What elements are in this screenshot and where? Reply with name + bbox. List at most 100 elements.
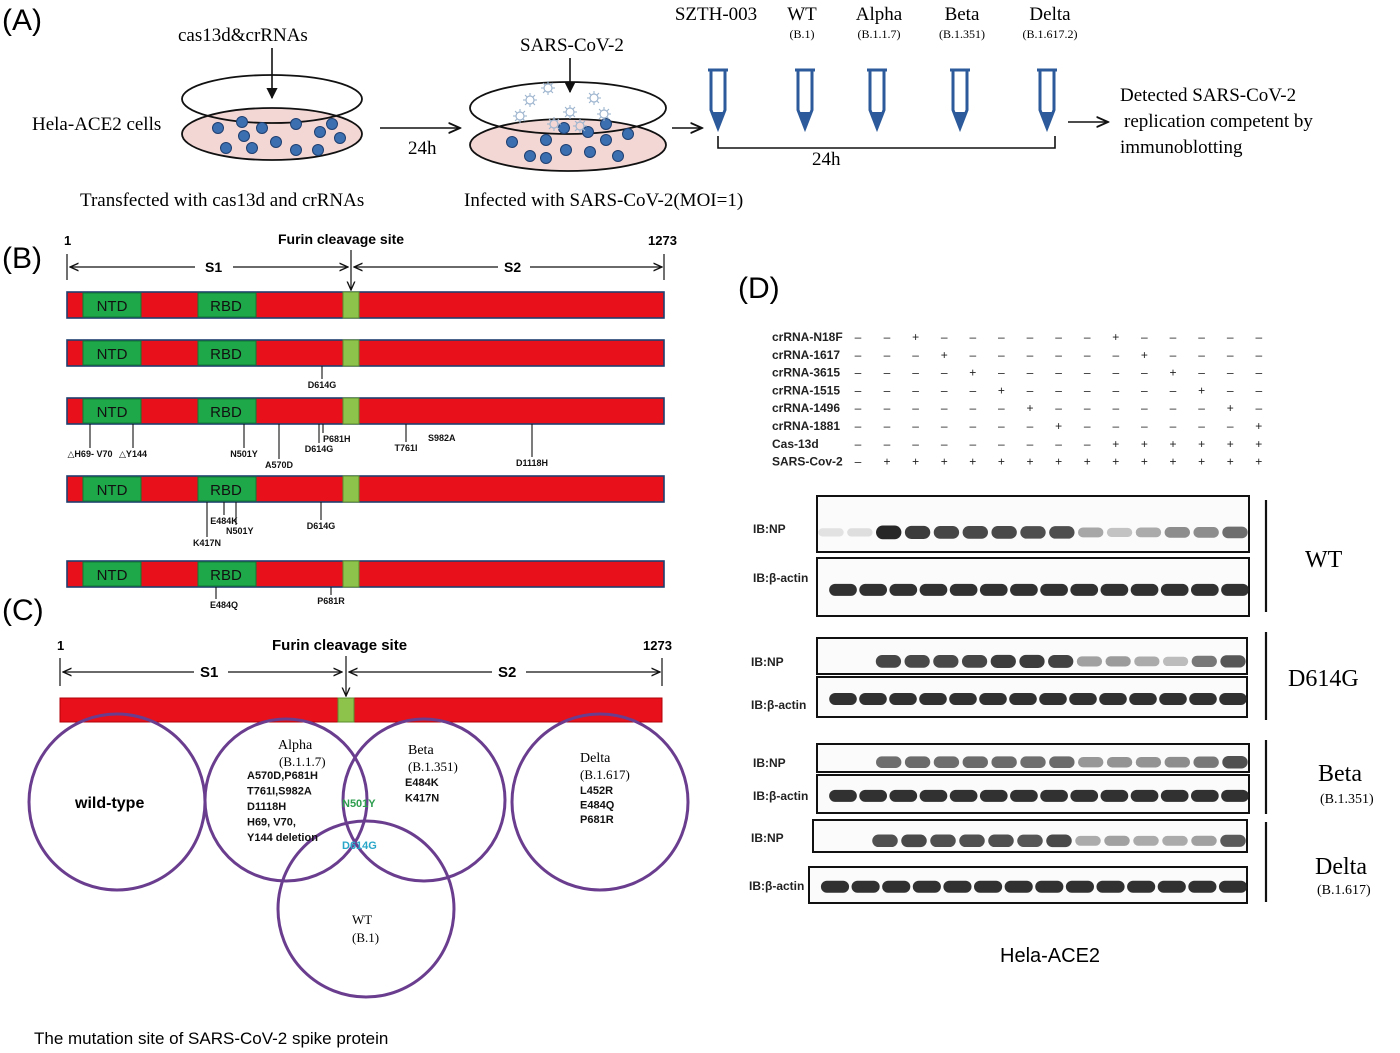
np-band [875,655,902,668]
treatment-mark: + [1084,455,1091,469]
np-band [933,655,959,668]
mutation-label: P681H [323,434,351,444]
actin-band [1065,880,1095,893]
actin-band [949,583,978,596]
actin-band [1100,583,1129,596]
cell-dot [236,116,248,128]
treatment-mark: – [1198,330,1205,344]
mutation-label: S982A [428,433,456,443]
treatment-mark: – [1027,348,1034,362]
actin-band [979,693,1007,705]
rbd-domain [197,398,257,424]
cell-dot [256,122,268,134]
actin-band [1130,583,1159,596]
mutation-label: N501Y [226,526,254,536]
treatment-mark: + [1169,437,1176,451]
np-band [1048,654,1074,668]
treatment-mark: + [1112,330,1119,344]
treatment-mark: – [1112,419,1119,433]
actin-band [1190,789,1219,802]
ntd-domain [82,561,142,587]
np-band [961,655,988,668]
treatment-mark: + [1227,455,1234,469]
virus-particle-icon [597,107,611,121]
treatment-mark: – [912,419,919,433]
ib-np-label: IB:NP [751,831,784,845]
panel-b-letter: (B) [2,242,42,275]
actin-band [1010,789,1038,802]
infected-dish [469,81,667,172]
ib-actin-label: IB:β-actin [749,879,804,893]
treatment-mark: – [884,437,891,451]
tube-1: WT(B.1) [787,4,817,133]
treatment-mark: – [998,330,1005,344]
cell-dot [540,152,552,164]
treatment-mark: – [998,437,1005,451]
treatment-mark: – [1198,348,1205,362]
cell-dots [506,118,634,164]
virus-particle-icon [587,91,601,105]
shared-d614g: D614G [342,840,377,852]
ntd-label: NTD [97,346,128,363]
treatment-mark: – [912,437,919,451]
treatment-mark: – [1198,419,1205,433]
treatment-mark: – [1112,383,1119,397]
tube-name: Alpha [856,4,903,25]
treatment-mark: + [1112,437,1119,451]
c-start: 1 [57,638,64,653]
arrow-24h-label: 24h [408,138,437,159]
treatment-mark: – [1027,419,1034,433]
treatment-row: SARS-Cov-2–++++++++++++++ [772,455,1262,469]
treatment-mark: – [1084,383,1091,397]
treatment-mark: + [1255,455,1262,469]
wt-circle [276,819,456,999]
treatment-mark: – [1255,348,1262,362]
wt-sub: (B.1) [352,930,379,945]
treatment-row: crRNA-N18F––+––––––+––––– [772,330,1262,344]
actin-band [1129,693,1157,705]
cell-dot [314,126,326,138]
treatment-row: Cas-13d–––––––––++++++ [772,437,1262,451]
treatment-label: SARS-Cov-2 [772,455,843,469]
np-band [872,834,898,848]
np-band [991,526,1017,539]
actin-band [882,880,911,893]
treatment-row: crRNA-3615––––+––––––+––– [772,366,1262,380]
treatment-mark: + [1026,401,1033,415]
virus-particle-icon [541,81,555,95]
cell-dot [506,136,518,148]
blot-group-label: Delta [1315,854,1367,880]
panel-c-letter: (C) [2,594,44,627]
actin-band [1096,880,1125,893]
delta-mutation: L452R [580,785,613,797]
treatment-mark: – [855,455,862,469]
treatment-mark: + [1227,437,1234,451]
furin-site [342,475,360,503]
cell-line-label: Hela-ACE2 [1000,945,1100,967]
treatment-mark: + [912,455,919,469]
cell-dot [290,144,302,156]
treatment-label: crRNA-1496 [772,401,840,415]
treatment-mark: – [969,419,976,433]
rbd-label: RBD [210,567,242,584]
mutation-label: D614G [308,380,337,390]
ntd-domain [82,292,142,318]
treatment-mark: + [1198,455,1205,469]
actin-band [943,880,972,893]
mutation-label: △Y144 [119,449,147,459]
treatment-mark: – [969,437,976,451]
actin-band [1130,789,1159,802]
np-band [1049,526,1075,539]
actin-band [1157,880,1186,893]
treatment-mark: + [969,455,976,469]
actin-band [889,693,917,705]
treatment-mark: + [1055,455,1062,469]
panel-a: (A) cas13d&crRNAs Hela-ACE2 cells 24h SA… [2,4,1313,211]
treatment-mark: – [1112,366,1119,380]
treatment-mark: – [941,401,948,415]
treatment-mark: – [1055,383,1062,397]
result-line1: Detected SARS-CoV-2 [1120,85,1296,106]
